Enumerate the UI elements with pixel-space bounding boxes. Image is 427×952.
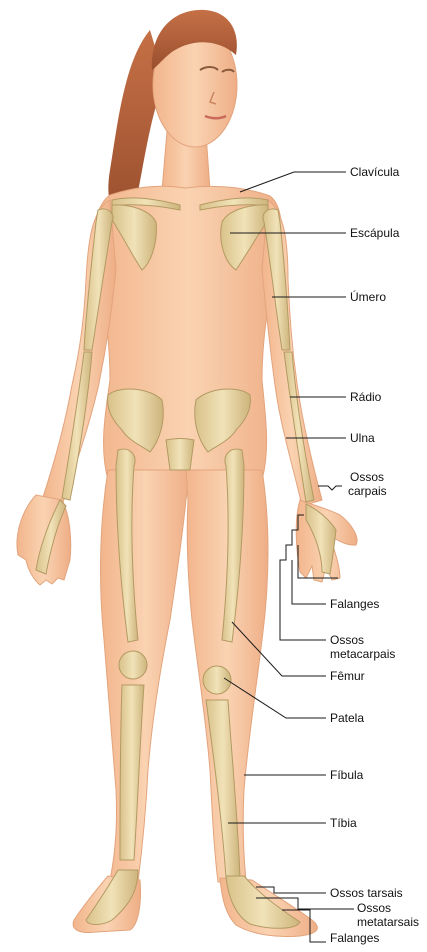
label-fibula: Fíbula [330, 769, 363, 782]
label-ossos-tarsais: Ossos tarsais [330, 887, 403, 900]
label-ossos-carpais-line2: carpais [348, 485, 387, 498]
label-escapula: Escápula [350, 227, 399, 240]
label-falanges-pe: Falanges [330, 932, 379, 945]
label-patela: Patela [330, 712, 364, 725]
leader-ossos-carpais [318, 486, 342, 490]
sacrum-bone [166, 439, 194, 471]
label-falanges-mao: Falanges [330, 598, 379, 611]
label-ossos-metatarsais-line1: Ossos [357, 902, 391, 915]
body-skin [17, 120, 357, 937]
label-ossos-metacarpais-line2: metacarpais [330, 648, 395, 661]
label-clavicula: Clavícula [350, 166, 399, 179]
patella-bone [119, 651, 147, 679]
head [152, 10, 237, 147]
label-ossos-carpais-line1: Ossos [350, 471, 384, 484]
label-ossos-metacarpais-line1: Ossos [330, 634, 364, 647]
leader-clavicula [240, 172, 346, 192]
label-tibia: Tíbia [330, 817, 357, 830]
label-umero: Úmero [350, 291, 386, 304]
label-ulna: Ulna [350, 432, 375, 445]
label-femur: Fêmur [330, 670, 365, 683]
label-ossos-metatarsais-line2: metatarsais [357, 916, 419, 929]
label-radio: Rádio [350, 391, 381, 404]
